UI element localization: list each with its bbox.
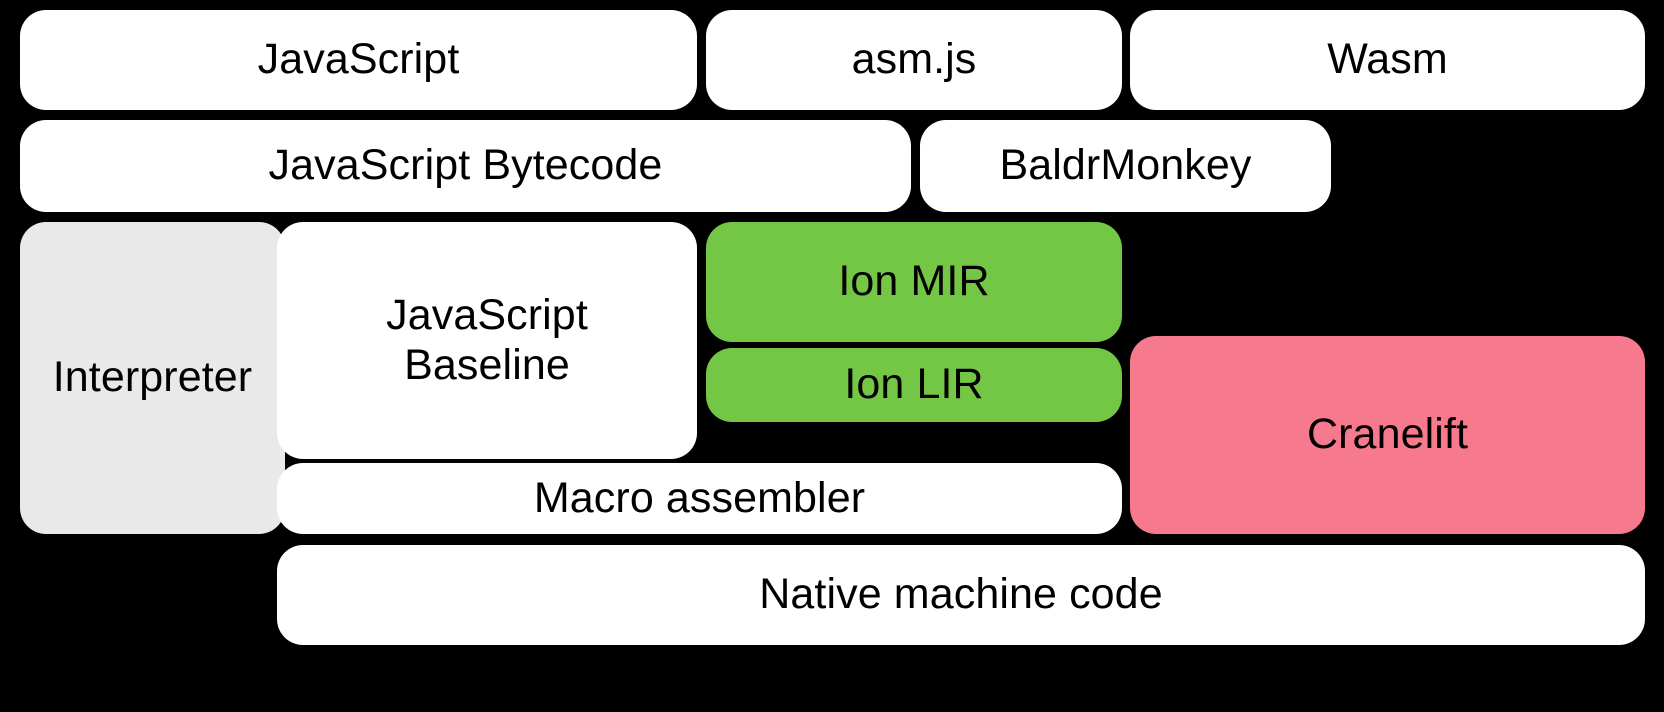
node-asmjs[interactable]: asm.js	[706, 10, 1122, 110]
node-native-machine-code[interactable]: Native machine code	[277, 545, 1645, 645]
node-ion-lir[interactable]: Ion LIR	[706, 348, 1122, 422]
node-javascript-bytecode[interactable]: JavaScript Bytecode	[20, 120, 911, 212]
node-javascript[interactable]: JavaScript	[20, 10, 697, 110]
node-baldrmonkey[interactable]: BaldrMonkey	[920, 120, 1331, 212]
node-interpreter[interactable]: Interpreter	[20, 222, 285, 534]
node-ion-mir[interactable]: Ion MIR	[706, 222, 1122, 342]
node-wasm[interactable]: Wasm	[1130, 10, 1645, 110]
node-javascript-baseline[interactable]: JavaScript Baseline	[277, 222, 697, 459]
node-macro-assembler[interactable]: Macro assembler	[277, 463, 1122, 534]
node-cranelift[interactable]: Cranelift	[1130, 336, 1645, 534]
